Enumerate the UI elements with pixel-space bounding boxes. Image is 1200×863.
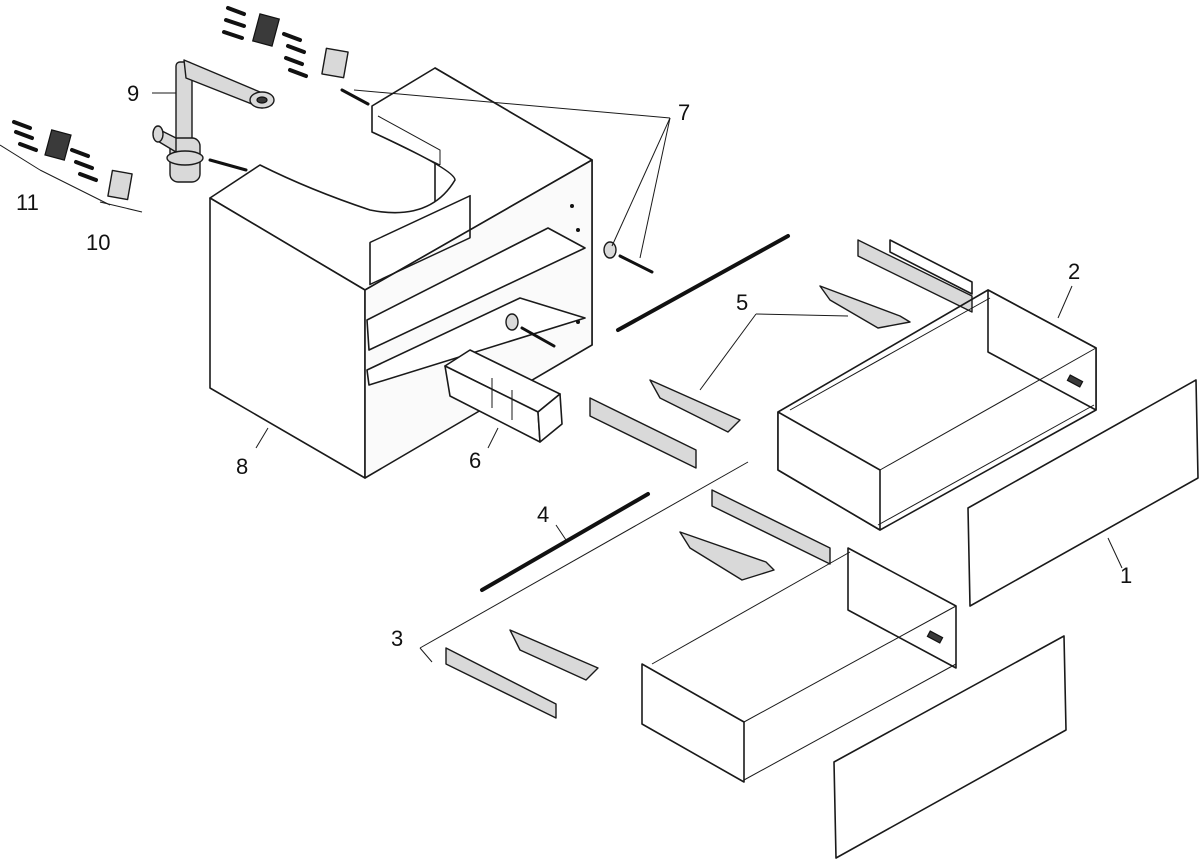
callout-8: 8 <box>236 454 248 479</box>
upper-drawer-back <box>987 289 1097 411</box>
upper-runner-set <box>589 239 973 469</box>
rod-lower <box>480 492 650 592</box>
bracket-left <box>107 169 133 201</box>
runner-plate-upper-right <box>819 285 911 329</box>
insert-tray <box>444 349 563 443</box>
hanging-bracket-set-left <box>0 120 248 213</box>
lower-drawer-front <box>641 663 745 783</box>
callout-9: 9 <box>127 81 139 106</box>
callout-11: 11 <box>16 190 39 215</box>
runner-upper-right <box>857 239 973 313</box>
cabinet-shelf-upper <box>366 227 586 351</box>
runner-upper-left <box>589 397 697 469</box>
callout-7: 7 <box>678 100 690 125</box>
bracket-top <box>321 47 349 79</box>
runner-plate-upper-left <box>649 379 741 433</box>
washer-1 <box>603 241 617 259</box>
callout-10: 10 <box>86 230 110 255</box>
mounting-bolts <box>505 241 654 348</box>
rod-upper <box>616 234 790 332</box>
lower-drawer-box <box>641 547 957 783</box>
lower-runner-set <box>445 489 831 719</box>
callout-2: 2 <box>1068 259 1080 284</box>
runner-lower-right <box>711 489 831 565</box>
runner-plate-lower-right <box>679 531 775 581</box>
callout-5: 5 <box>736 290 748 315</box>
cabinet-carcass <box>209 67 593 479</box>
upper-drawer-box <box>777 289 1097 531</box>
upper-front-panel <box>967 379 1199 607</box>
wall-plate-left <box>44 129 72 161</box>
leader-lines <box>152 89 1123 663</box>
callout-4: 4 <box>537 502 549 527</box>
washer-2 <box>505 313 519 331</box>
callout-3: 3 <box>391 626 403 651</box>
lower-front-panel <box>833 635 1067 859</box>
siphon <box>152 59 275 183</box>
hanging-bracket-set-top <box>222 6 370 106</box>
callout-6: 6 <box>469 448 481 473</box>
runner-plate-lower-left <box>509 629 599 681</box>
upper-drawer-front <box>777 411 881 531</box>
wall-plate-top <box>251 13 281 47</box>
runner-lower-left <box>445 647 557 719</box>
cabinet-shelf-lower <box>366 297 586 386</box>
callout-1: 1 <box>1120 563 1132 588</box>
lower-drawer-back <box>847 547 957 669</box>
